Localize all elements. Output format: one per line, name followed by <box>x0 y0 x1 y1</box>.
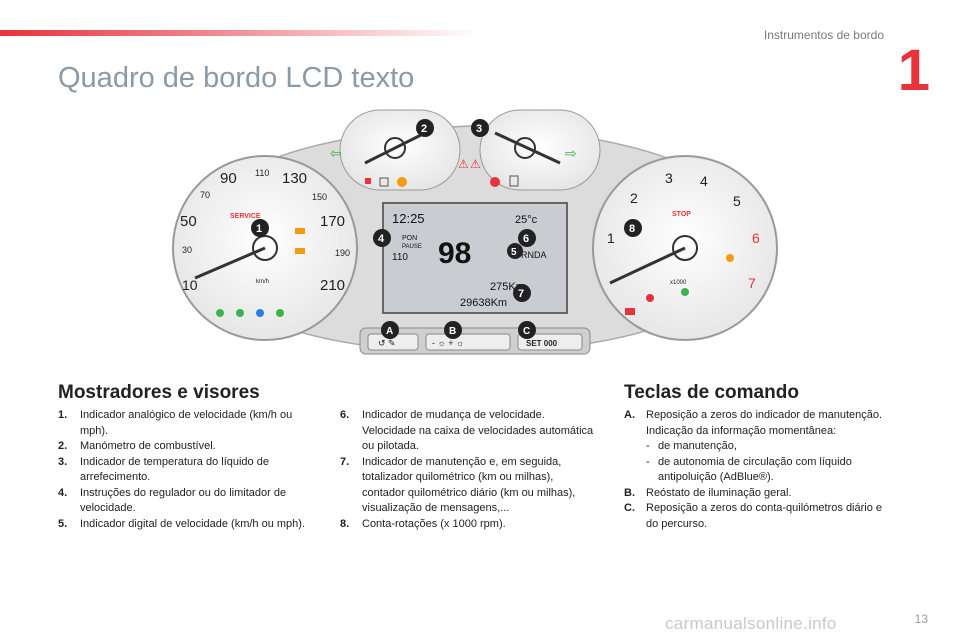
rpm-tick: 5 <box>733 193 741 209</box>
callout-c: C <box>523 326 530 337</box>
lcd-set-speed: 110 <box>392 252 408 263</box>
left-section-heading: Mostradores e visores <box>58 382 260 403</box>
rpm-tick: 7 <box>748 275 756 291</box>
instrument-cluster-illustration: ⚠ ⚠ ⇦ ⇨ 10 30 50 70 90 110 130 150 170 1… <box>172 109 778 355</box>
right-section-heading: Teclas de comando <box>624 382 799 403</box>
speed-tick: 70 <box>200 190 210 200</box>
lcd-odometer: 29638Km <box>460 297 507 309</box>
callout-1: 1 <box>256 223 262 235</box>
watermark: carmanualsonline.info <box>665 614 837 633</box>
list-item: 5.Indicador digital de velocidade (km/h … <box>58 517 306 530</box>
list-item: 7.Indicador de manutenção e, em seguida,… <box>340 455 576 515</box>
callout-7: 7 <box>518 288 524 300</box>
list-item: B.Reóstato de iluminação geral. <box>624 486 792 499</box>
rpm-tick: 1 <box>607 230 615 246</box>
speed-tick: 130 <box>282 170 307 187</box>
stop-label: STOP <box>672 211 691 218</box>
rpm-tick: 4 <box>700 173 708 189</box>
callout-4: 4 <box>378 233 385 245</box>
button-a-label: ↺ ✎ <box>378 338 396 348</box>
rpm-tick: 3 <box>665 170 673 186</box>
svg-text:PON: PON <box>402 235 417 242</box>
list-item: A. Reposição a zeros do indicador de man… <box>624 409 883 483</box>
lcd-display: 12:25 25°c PON PAUSE 110 98 PRNDA 275Km … <box>382 202 568 314</box>
coolant-temperature-gauge <box>479 109 601 191</box>
left-item-list: 1.Indicador analógico de velocidade (km/… <box>58 408 318 532</box>
speed-unit: km/h <box>256 279 269 285</box>
right-item-list: A. Reposição a zeros do indicador de man… <box>624 408 894 532</box>
svg-text:⇦: ⇦ <box>330 145 342 161</box>
callout-2: 2 <box>421 123 427 135</box>
speed-tick: 90 <box>220 170 237 187</box>
callout-6: 6 <box>523 233 529 245</box>
speed-tick: 110 <box>255 168 269 178</box>
button-c-label: SET 000 <box>526 339 558 348</box>
header-accent-bar <box>0 30 480 36</box>
fuel-gauge <box>339 109 461 191</box>
svg-text:⚠: ⚠ <box>470 157 481 171</box>
tachometer: 1 2 3 4 5 6 7 STOP x1000 <box>592 155 778 341</box>
control-buttons: ↺ ✎ - ☼ + ☼ SET 000 A B C <box>359 321 591 355</box>
lcd-gear-labels: PRNDA <box>515 250 547 260</box>
list-item: 4.Instruções do regulador ou do limitado… <box>58 486 287 515</box>
chapter-number: 1 <box>897 38 930 103</box>
list-item: 8.Conta-rotações (x 1000 rpm). <box>340 517 506 530</box>
callout-5: 5 <box>511 247 517 258</box>
speed-tick: 50 <box>180 213 197 230</box>
svg-text:PAUSE: PAUSE <box>402 244 422 250</box>
list-item: 6.Indicador de mudança de velocidade. Ve… <box>340 409 594 452</box>
rpm-unit: x1000 <box>670 280 687 286</box>
page-number: 13 <box>914 612 928 626</box>
section-name: Instrumentos de bordo <box>763 28 884 42</box>
service-label: SERVICE <box>230 213 261 220</box>
list-item: 2.Manómetro de combustível. <box>58 440 216 452</box>
middle-item-list: 6.Indicador de mudança de velocidade. Ve… <box>340 408 595 532</box>
speedometer: 10 30 50 70 90 110 130 150 170 190 210 S… <box>172 155 358 341</box>
list-item: C.Reposição a zeros do conta-quilómetros… <box>624 502 883 530</box>
rpm-tick: 2 <box>630 190 638 206</box>
svg-text:⇨: ⇨ <box>565 145 577 161</box>
speed-tick: 210 <box>320 277 345 294</box>
speed-tick: 10 <box>182 277 198 293</box>
callout-b: B <box>449 326 456 337</box>
page-title: Quadro de bordo LCD texto <box>58 62 415 94</box>
lcd-digital-speed: 98 <box>438 237 471 270</box>
list-item: 3.Indicador de temperatura do líquido de… <box>58 455 269 484</box>
speed-tick: 30 <box>182 245 192 255</box>
callout-8: 8 <box>629 223 635 235</box>
svg-text:⚠: ⚠ <box>458 157 469 171</box>
button-b-label: - ☼ + ☼ <box>432 338 464 348</box>
speed-tick: 170 <box>320 213 345 230</box>
speed-tick: 150 <box>312 192 327 202</box>
speed-tick: 190 <box>335 248 350 258</box>
lcd-temperature: 25°c <box>515 214 538 226</box>
list-item: 1.Indicador analógico de velocidade (km/… <box>58 409 293 437</box>
callout-3: 3 <box>476 123 482 135</box>
callout-a: A <box>386 326 393 337</box>
rpm-tick: 6 <box>752 230 760 246</box>
lcd-clock: 12:25 <box>392 211 425 226</box>
